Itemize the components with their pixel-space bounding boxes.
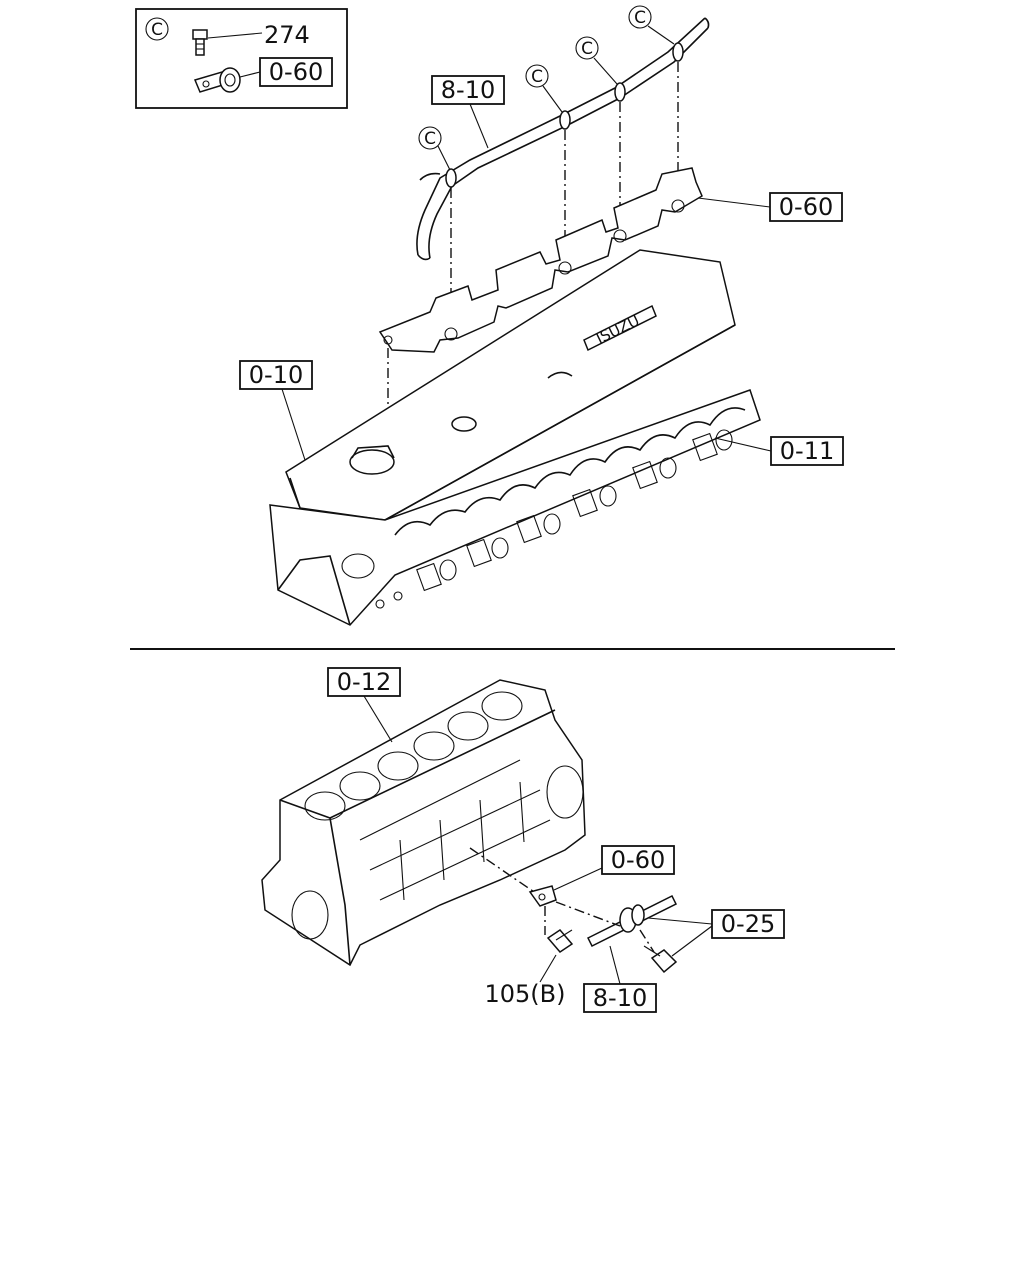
harness-bracket-strip bbox=[378, 167, 703, 353]
inset-clip-label: 0-60 bbox=[269, 58, 323, 86]
inset-marker-text: C bbox=[151, 20, 163, 40]
harness-clip-label: 0-60 bbox=[779, 193, 833, 221]
harness-clip-markers: C C C C bbox=[418, 5, 675, 171]
inset-bolt-label: 274 bbox=[264, 21, 310, 49]
harness-label: 8-10 bbox=[441, 76, 495, 104]
lower-view: 0-12 0-60 105(B) 8-10 bbox=[261, 667, 785, 1013]
upper-view: C C C C 8-10 bbox=[239, 5, 844, 626]
detail-inset: C 274 0-60 bbox=[135, 8, 348, 109]
bracket-callout-box bbox=[601, 845, 675, 875]
cylinder-block-callout-box bbox=[327, 667, 401, 697]
bolt-b-label: 105(B) bbox=[485, 980, 566, 1008]
inset-bolt-icon bbox=[192, 29, 208, 56]
cylinder-head: ISUZU bbox=[269, 249, 761, 626]
pipe-callout-box bbox=[583, 983, 657, 1013]
cylinder-block bbox=[261, 679, 586, 967]
inset-clip-callout-box bbox=[259, 57, 333, 87]
harness-callout-box bbox=[431, 75, 505, 105]
manifold-side-label: 0-11 bbox=[780, 437, 834, 465]
cylinder-head-label: 0-10 bbox=[249, 361, 303, 389]
bolts-callout-box bbox=[711, 909, 785, 939]
harness-clip-callout-box bbox=[769, 192, 843, 222]
lower-bracket bbox=[528, 885, 557, 907]
bolt-b-icon bbox=[546, 929, 574, 953]
clip-marker-2: C bbox=[531, 67, 543, 87]
bolts-label: 0-25 bbox=[721, 910, 775, 938]
cylinder-block-label: 0-12 bbox=[337, 668, 391, 696]
bracket-label: 0-60 bbox=[611, 846, 665, 874]
clip-marker-4: C bbox=[634, 8, 646, 28]
cylinder-head-callout-box bbox=[239, 360, 313, 390]
harness-tube bbox=[416, 17, 710, 261]
clip-marker-1: C bbox=[424, 129, 436, 149]
lower-pipe bbox=[586, 894, 678, 948]
clip-marker-3: C bbox=[581, 39, 593, 59]
bolt-025-icon bbox=[643, 945, 678, 974]
inset-clip-icon bbox=[193, 67, 241, 93]
pipe-label: 8-10 bbox=[593, 984, 647, 1012]
